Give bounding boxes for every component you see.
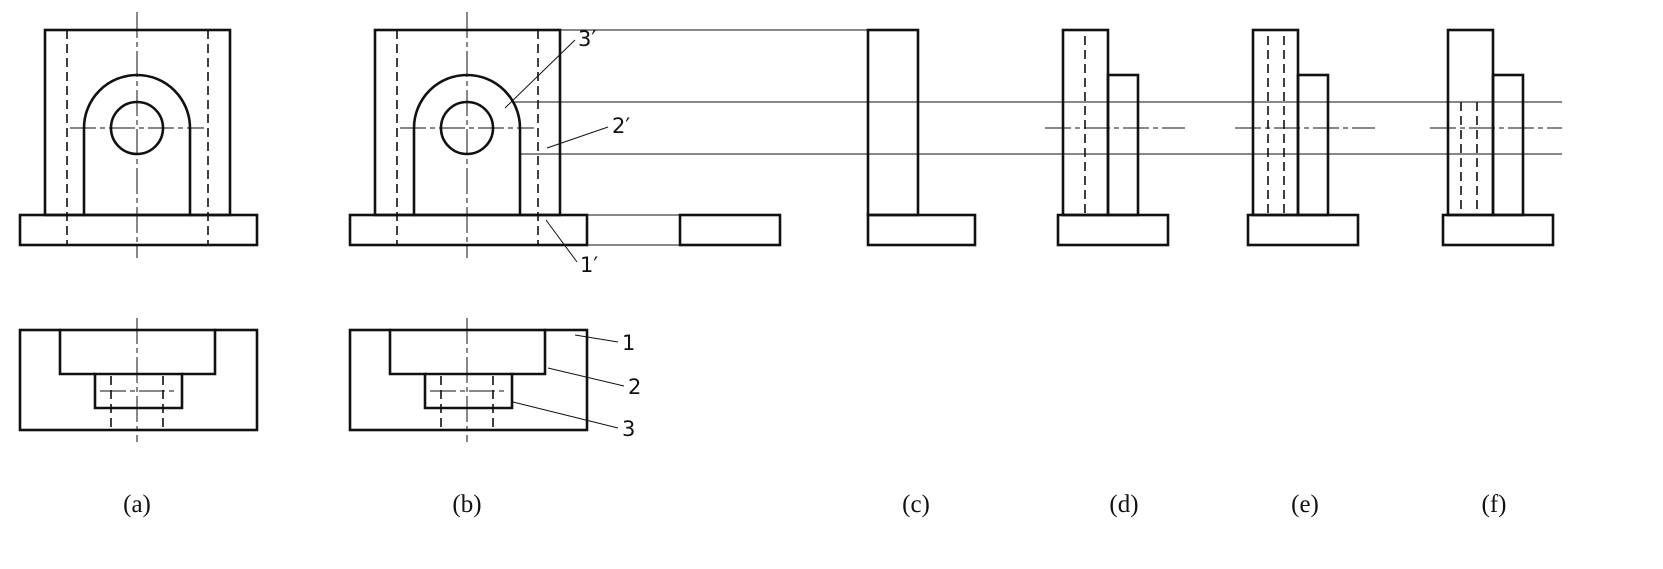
base-plate bbox=[866, 213, 977, 247]
label-2prime: 2′ bbox=[612, 114, 630, 138]
outer-outline bbox=[18, 328, 259, 432]
label-3prime: 3′ bbox=[578, 27, 596, 51]
view-e bbox=[1235, 28, 1375, 247]
base-plate bbox=[18, 213, 259, 247]
view-a-front bbox=[18, 12, 259, 258]
base-plate bbox=[1246, 213, 1360, 247]
projection-lines bbox=[513, 29, 1562, 155]
caption-labels: (a) (b) (c) (d) (e) (f) bbox=[123, 491, 1506, 518]
leader-1prime bbox=[545, 219, 578, 263]
step-outline bbox=[1296, 73, 1330, 217]
caption-b: (b) bbox=[452, 491, 481, 518]
leader-2prime bbox=[546, 126, 609, 149]
caption-d: (d) bbox=[1109, 491, 1138, 518]
base-plate bbox=[1441, 213, 1555, 247]
label-1: 1 bbox=[622, 331, 635, 355]
caption-c: (c) bbox=[902, 491, 930, 518]
step2-outline bbox=[93, 372, 184, 410]
outer-outline bbox=[348, 328, 589, 432]
label-2: 2 bbox=[628, 375, 641, 399]
leader-1 bbox=[574, 334, 619, 343]
label-3: 3 bbox=[622, 417, 635, 441]
column-outline bbox=[1251, 28, 1300, 217]
step-outline bbox=[1491, 73, 1525, 217]
view-b-front: 3′ 2′ 1′ bbox=[348, 12, 782, 277]
caption-e: (e) bbox=[1291, 491, 1319, 518]
caption-a: (a) bbox=[123, 491, 151, 518]
view-d bbox=[1045, 28, 1185, 247]
leader-3prime bbox=[504, 39, 576, 109]
view-a-top bbox=[18, 318, 259, 442]
step2-outline bbox=[423, 372, 514, 410]
step-outline bbox=[1106, 73, 1140, 217]
base-extension-block bbox=[678, 213, 782, 247]
column-outline bbox=[866, 28, 920, 217]
view-b-top: 1 2 3 bbox=[348, 318, 641, 442]
view-c bbox=[866, 28, 977, 247]
base-plate bbox=[1056, 213, 1170, 247]
leader-3 bbox=[512, 401, 619, 429]
base-plate bbox=[348, 213, 589, 247]
label-1prime: 1′ bbox=[580, 253, 598, 277]
column-outline bbox=[1446, 28, 1495, 217]
caption-f: (f) bbox=[1482, 491, 1507, 518]
leader-2 bbox=[547, 367, 625, 387]
view-f bbox=[1430, 28, 1562, 247]
